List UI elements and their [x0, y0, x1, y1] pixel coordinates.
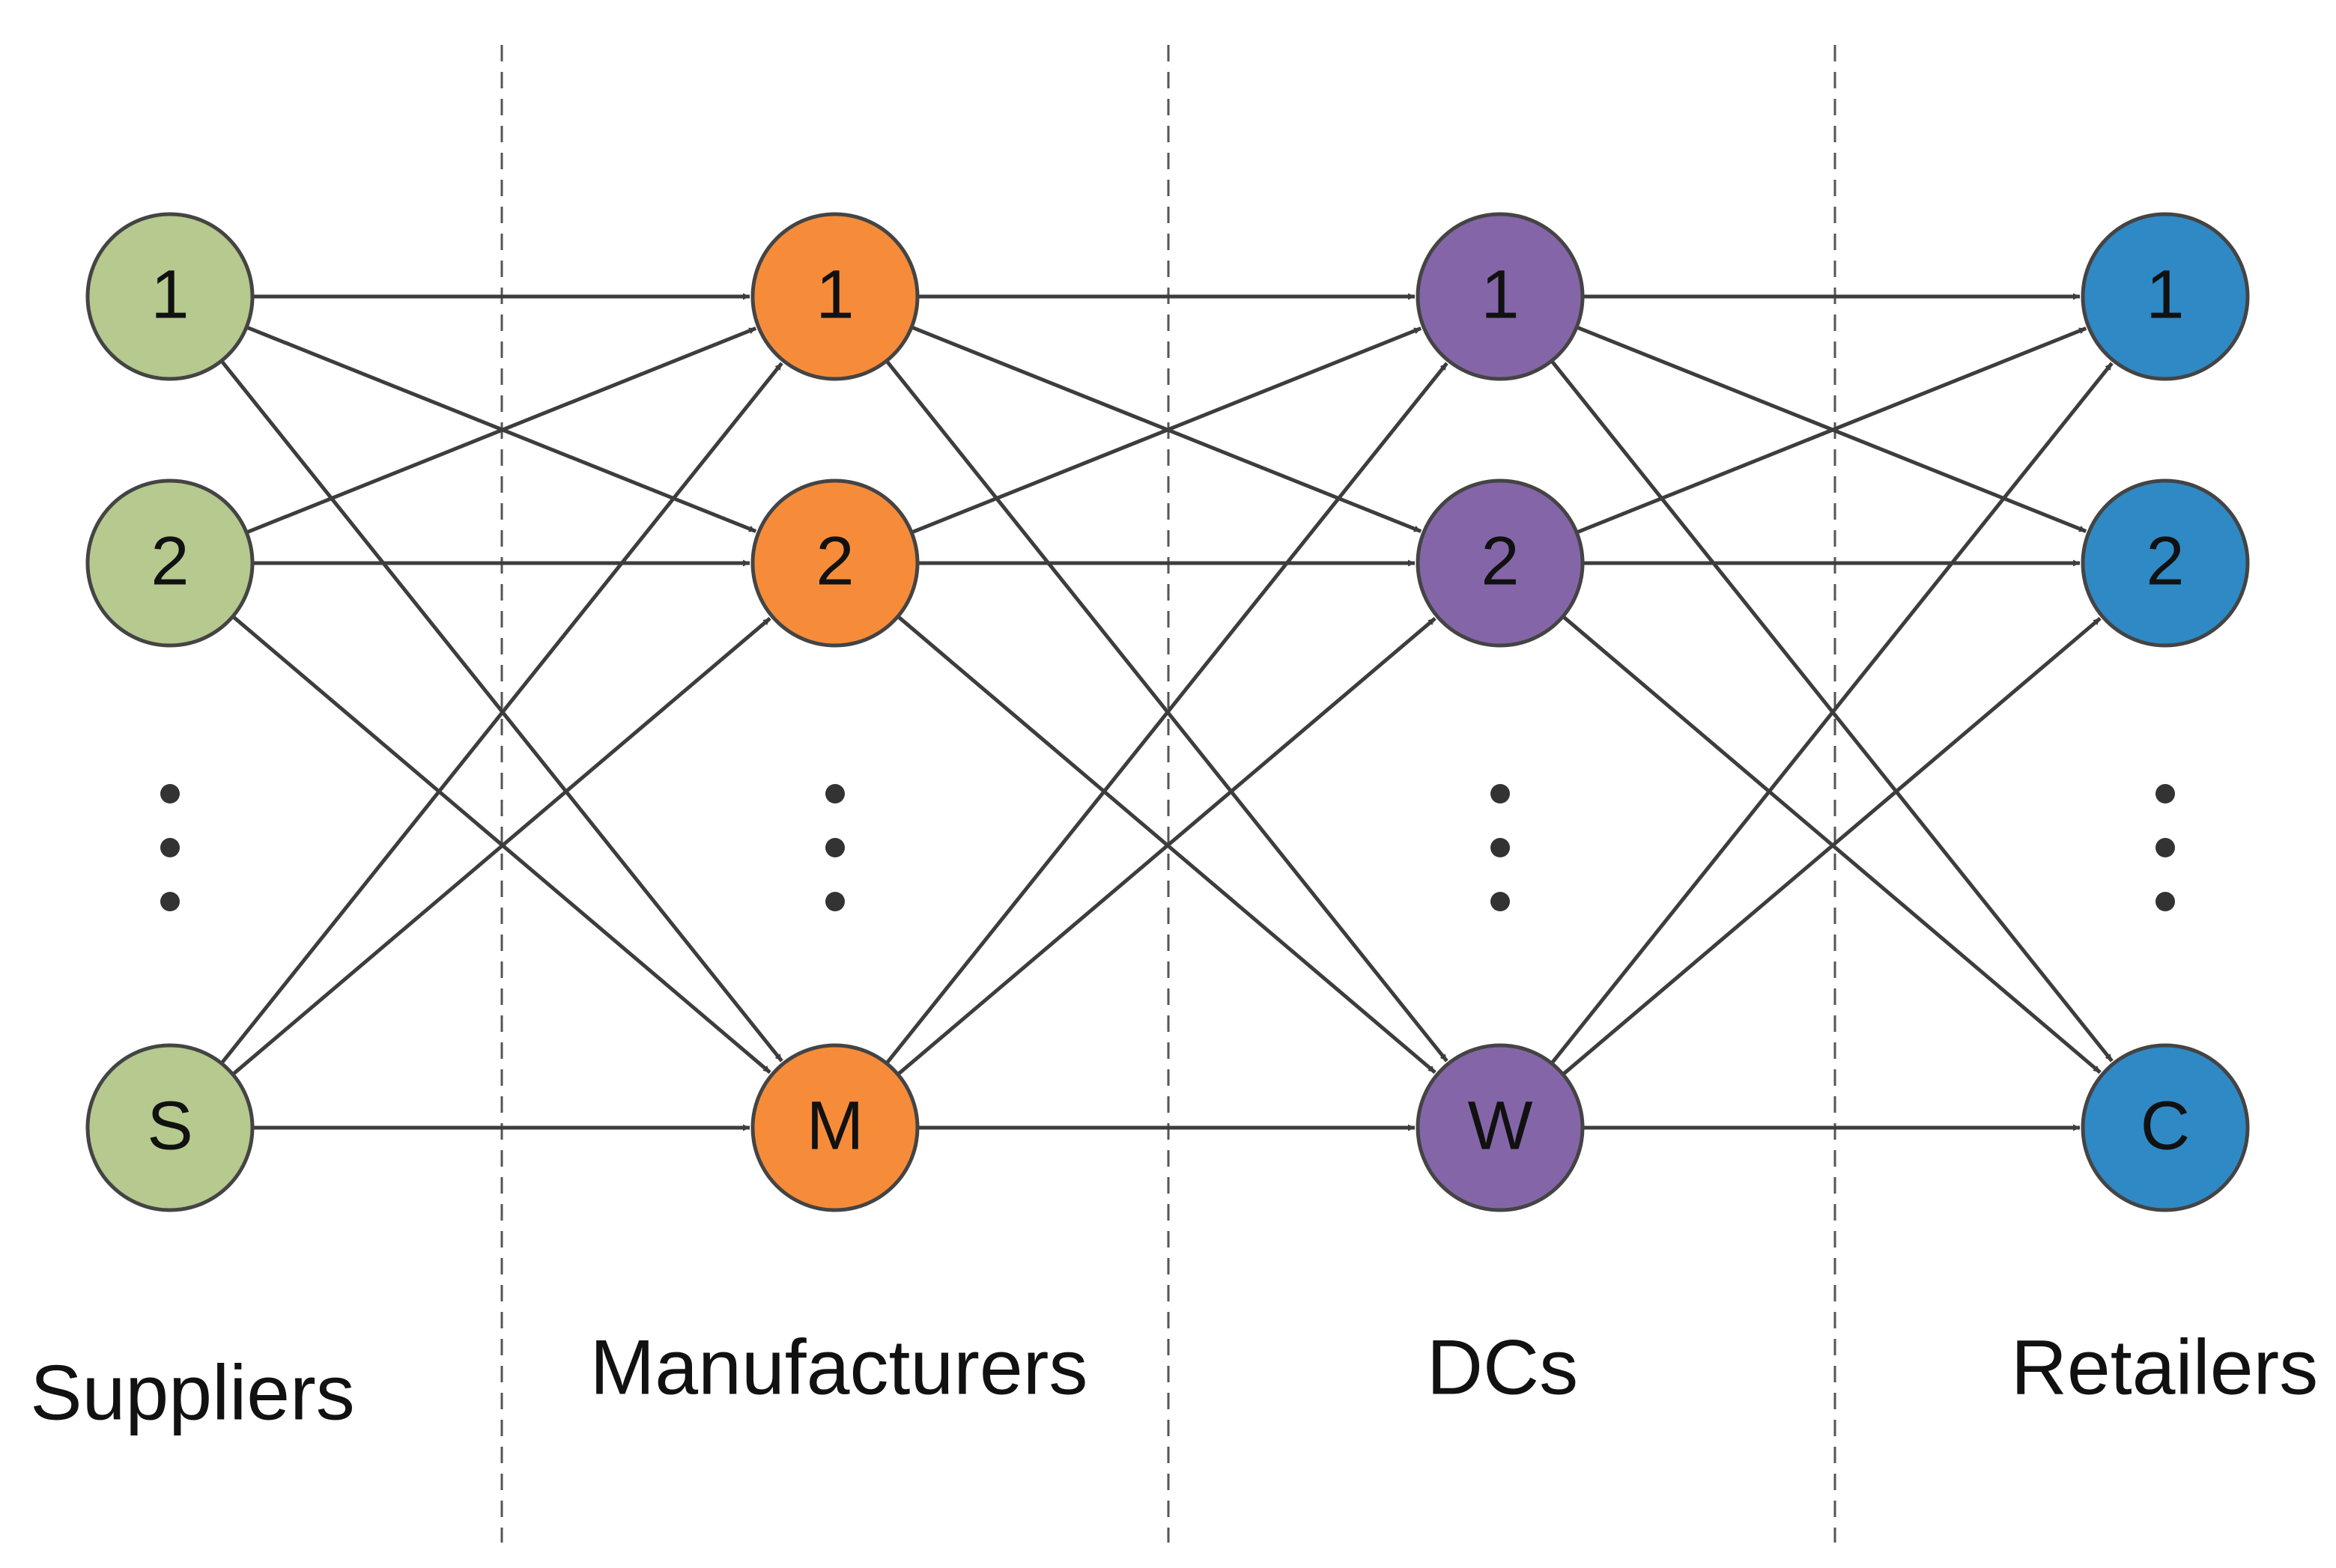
tier-separators: [500, 45, 1836, 1543]
dc-node-w[interactable]: W: [1416, 1043, 1585, 1212]
retailer-node-c[interactable]: C: [2081, 1043, 2250, 1212]
edge-arrow: [231, 616, 771, 1076]
node-label: C: [2141, 1087, 2190, 1164]
manufacturer-node-1[interactable]: 1: [750, 212, 920, 381]
tier-label-retailers: Retailers: [2011, 1324, 2318, 1411]
supplier-node-s[interactable]: S: [85, 1043, 255, 1212]
edge-arrow: [1576, 326, 2087, 535]
node-label: W: [1468, 1087, 1533, 1164]
tier-label-manufacturers: Manufacturers: [590, 1324, 1088, 1411]
node-label: 2: [151, 523, 189, 599]
node-label: 2: [816, 523, 854, 599]
tier-dcs: 1 2 W DCs: [1416, 212, 1585, 1411]
tier-label-dcs: DCs: [1427, 1324, 1578, 1411]
manufacturer-node-2[interactable]: 2: [750, 478, 920, 648]
tier-manufacturers: 1 2 M Manufacturers: [590, 212, 1088, 1411]
edge-arrow: [911, 326, 1422, 535]
tier-label-suppliers: Suppliers: [30, 1349, 355, 1436]
edge-arrow: [885, 362, 1448, 1065]
edge-arrow: [219, 362, 783, 1065]
supplier-node-2[interactable]: 2: [85, 478, 255, 648]
dc-node-1[interactable]: 1: [1416, 212, 1585, 381]
supplier-node-1[interactable]: 1: [85, 212, 255, 381]
node-label: 2: [2146, 523, 2184, 599]
node-label: M: [807, 1087, 864, 1164]
ellipsis-dots: [160, 784, 180, 911]
edge-arrow: [246, 326, 757, 535]
tier-retailers: 1 2 C Retailers: [2011, 212, 2318, 1411]
node-label: 2: [1481, 523, 1519, 599]
edges-group: [219, 293, 2114, 1131]
ellipsis-dots: [1490, 784, 1510, 911]
node-label: 1: [816, 256, 854, 332]
node-label: S: [147, 1087, 192, 1164]
retailer-node-1[interactable]: 1: [2081, 212, 2250, 381]
edge-arrow: [1562, 616, 2102, 1076]
dc-node-2[interactable]: 2: [1416, 478, 1585, 648]
tier-suppliers: 1 2 S Suppliers: [30, 212, 355, 1436]
edge-arrow: [1550, 362, 2114, 1065]
retailer-node-2[interactable]: 2: [2081, 478, 2250, 648]
manufacturer-node-m[interactable]: M: [750, 1043, 920, 1212]
node-label: 1: [1481, 256, 1519, 332]
edge-arrow: [897, 616, 1437, 1076]
ellipsis-dots: [825, 784, 845, 911]
ellipsis-dots: [2156, 784, 2175, 911]
node-label: 1: [2146, 256, 2184, 332]
node-label: 1: [151, 256, 189, 332]
